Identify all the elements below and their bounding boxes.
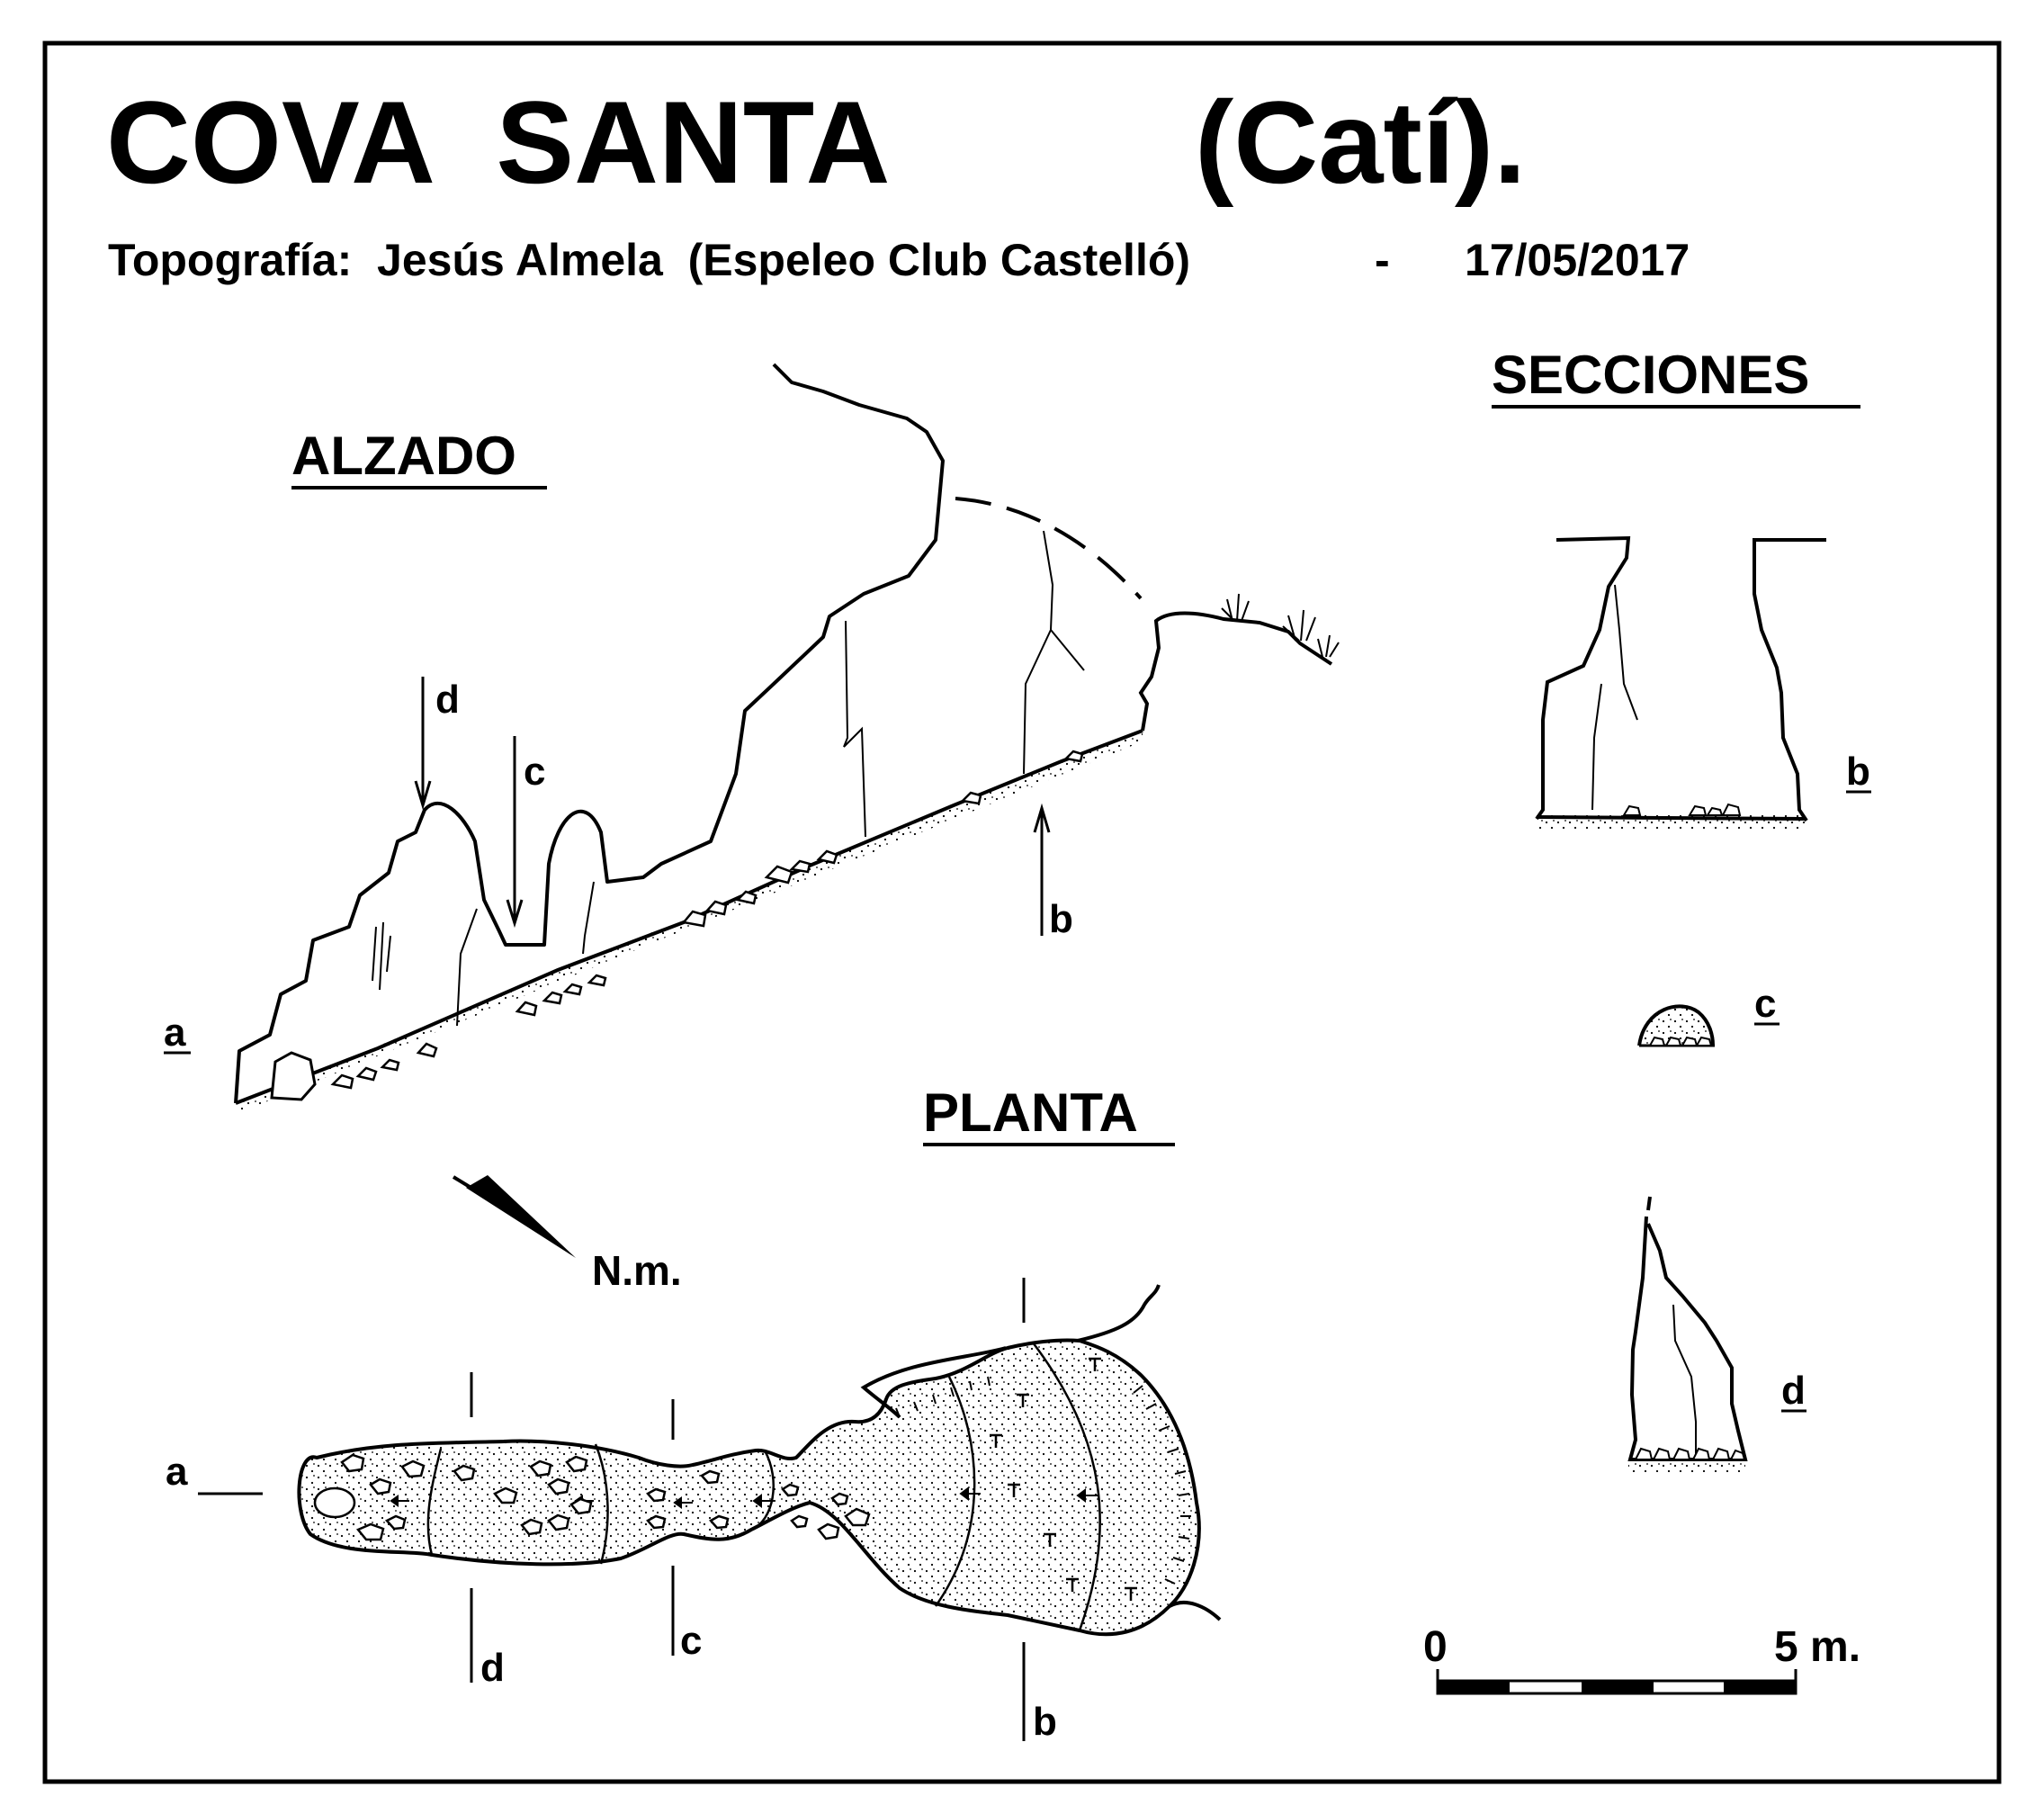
- elevation-fissure-3: [456, 908, 478, 1027]
- plan-dripline-ticks: [895, 1376, 1191, 1585]
- sheet-frame: [42, 40, 2002, 1784]
- scale-bar-end-label: 5 m.: [1774, 1623, 1860, 1671]
- elevation-b-arrowhead: [1033, 803, 1051, 833]
- elevation-label-b: b: [1049, 897, 1073, 941]
- scale-bar: 0 5 m.: [1423, 1623, 1860, 1695]
- survey-credit: Topografía: Jesús Almela (Espeleo Club C…: [108, 235, 1190, 285]
- scale-bar-segment-5: [1724, 1681, 1796, 1693]
- plan-divider-4: [934, 1376, 976, 1607]
- section-c: c: [1637, 982, 1780, 1047]
- section-b-right-wall: [1753, 538, 1826, 822]
- section-d-outline: [1627, 1196, 1748, 1461]
- plan-divider-5: [1032, 1342, 1101, 1631]
- section-b-floor: [1536, 815, 1807, 821]
- section-d: d: [1627, 1196, 1806, 1472]
- plan-label-b: b: [1033, 1700, 1057, 1744]
- section-c-outline: [1637, 1004, 1715, 1046]
- plan-blocks: [313, 1453, 871, 1541]
- sections-heading: SECCIONES: [1492, 345, 1809, 405]
- section-b-blocks: [1622, 803, 1742, 816]
- elevation-d-arrowhead: [414, 780, 432, 811]
- plan-label-c: c: [680, 1619, 702, 1663]
- credit-separator: -: [1375, 235, 1390, 285]
- scale-bar-segment-3: [1582, 1681, 1654, 1693]
- elevation-fissure-4: [582, 881, 595, 955]
- survey-date: 17/05/2017: [1465, 235, 1690, 285]
- plan-entrance-lobe: [860, 1346, 1007, 1419]
- elevation-fissure-1: [843, 620, 866, 838]
- plan-surface-line-bottom: [1169, 1601, 1222, 1621]
- section-d-floor-sediment: [1628, 1458, 1745, 1472]
- elevation-dashed-dome: [955, 497, 1143, 600]
- elevation-fissure-2: [1023, 530, 1085, 775]
- elevation-heading: ALZADO: [291, 426, 516, 486]
- north-arrow-label: N.m.: [592, 1247, 682, 1294]
- elevation-upper-scarp: [1138, 611, 1333, 732]
- elevation-outline: [234, 363, 945, 1104]
- elevation-label-a: a: [164, 1010, 186, 1055]
- plan-divider-3: [750, 1450, 775, 1531]
- section-label-b: b: [1846, 750, 1870, 794]
- plan-surface-line-top: [1077, 1284, 1161, 1343]
- survey-title: COVA SANTA: [106, 76, 890, 208]
- section-label-c: c: [1754, 982, 1776, 1026]
- plan-label-d: d: [480, 1646, 505, 1690]
- scale-bar-start-label: 0: [1423, 1623, 1448, 1671]
- elevation-vegetation: [1221, 593, 1340, 658]
- elevation-floor-blocks: [330, 750, 1084, 1090]
- elevation-label-c: c: [524, 750, 545, 794]
- section-c-blocks: [1648, 1036, 1713, 1046]
- north-arrow-needle: [466, 1175, 576, 1258]
- section-d-blocks: [1634, 1447, 1746, 1460]
- elevation-c-arrowhead: [506, 899, 524, 929]
- plan-drawing: a d c b: [166, 1278, 1222, 1744]
- elevation-label-d: d: [435, 678, 460, 722]
- section-b-fissure: [1591, 584, 1638, 811]
- survey-place: (Catí).: [1195, 76, 1526, 208]
- elevation-boulder: [270, 1051, 317, 1101]
- elevation-drawing: d c b a: [164, 363, 1340, 1112]
- plan-slope-symbols: [990, 1357, 1137, 1601]
- plan-label-a: a: [166, 1450, 188, 1494]
- plan-divider-1: [426, 1448, 443, 1556]
- section-label-d: d: [1781, 1369, 1806, 1413]
- elevation-wall-hatch: [372, 921, 391, 991]
- plan-heading: PLANTA: [923, 1082, 1138, 1143]
- scale-bar-segment-1: [1438, 1681, 1510, 1693]
- north-arrow: N.m.: [452, 1175, 682, 1294]
- plan-divider-2: [594, 1443, 609, 1565]
- section-b: b: [1535, 535, 1871, 830]
- section-b-outline: [1535, 535, 1631, 821]
- plan-outline: [297, 1338, 1201, 1637]
- section-d-fissure: [1672, 1304, 1697, 1458]
